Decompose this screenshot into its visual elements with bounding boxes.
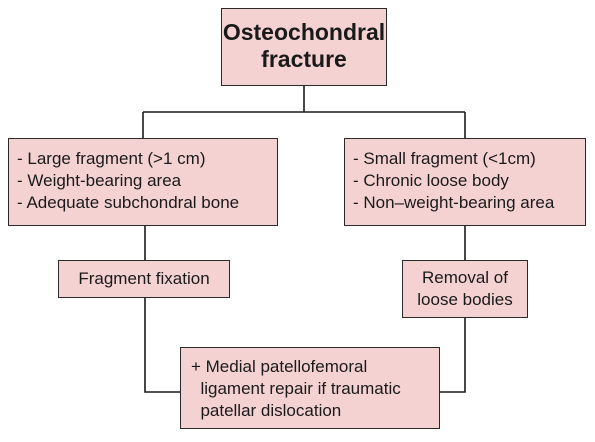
fixation-label: Fragment fixation	[78, 269, 210, 288]
connector-removal-to-bottom	[440, 318, 466, 393]
left-criteria-line-2: - Weight-bearing area	[17, 171, 182, 190]
bottom-box-line-3: patellar dislocation	[191, 401, 342, 420]
right-criteria-line-3: - Non–weight-bearing area	[353, 193, 555, 212]
left-criteria-line-1: - Large fragment (>1 cm)	[17, 149, 206, 168]
top-box-line-1: Osteochondral	[222, 19, 386, 45]
left-criteria-line-3: - Adequate subchondral bone	[17, 193, 240, 212]
right-criteria-line-2: - Chronic loose body	[353, 171, 509, 190]
removal-line-1: Removal of	[422, 268, 508, 287]
mpfl-repair-box: + Medial patellofemoral ligament repair …	[180, 347, 440, 429]
connector-fixation-to-bottom	[144, 298, 180, 393]
removal-line-2: loose bodies	[417, 290, 513, 309]
bottom-box-line-2: ligament repair if traumatic	[191, 379, 401, 398]
large-fragment-criteria-box: - Large fragment (>1 cm) - Weight-bearin…	[8, 138, 278, 226]
removal-of-loose-bodies-box: Removal of loose bodies	[402, 260, 528, 318]
small-fragment-criteria-box: - Small fragment (<1cm) - Chronic loose …	[344, 138, 586, 226]
fragment-fixation-box: Fragment fixation	[58, 260, 230, 298]
bottom-box-line-1: + Medial patellofemoral	[191, 357, 368, 376]
right-criteria-line-1: - Small fragment (<1cm)	[353, 149, 536, 168]
top-box-line-2: fracture	[261, 46, 347, 72]
osteochondral-fracture-box: Osteochondral fracture	[221, 8, 387, 86]
